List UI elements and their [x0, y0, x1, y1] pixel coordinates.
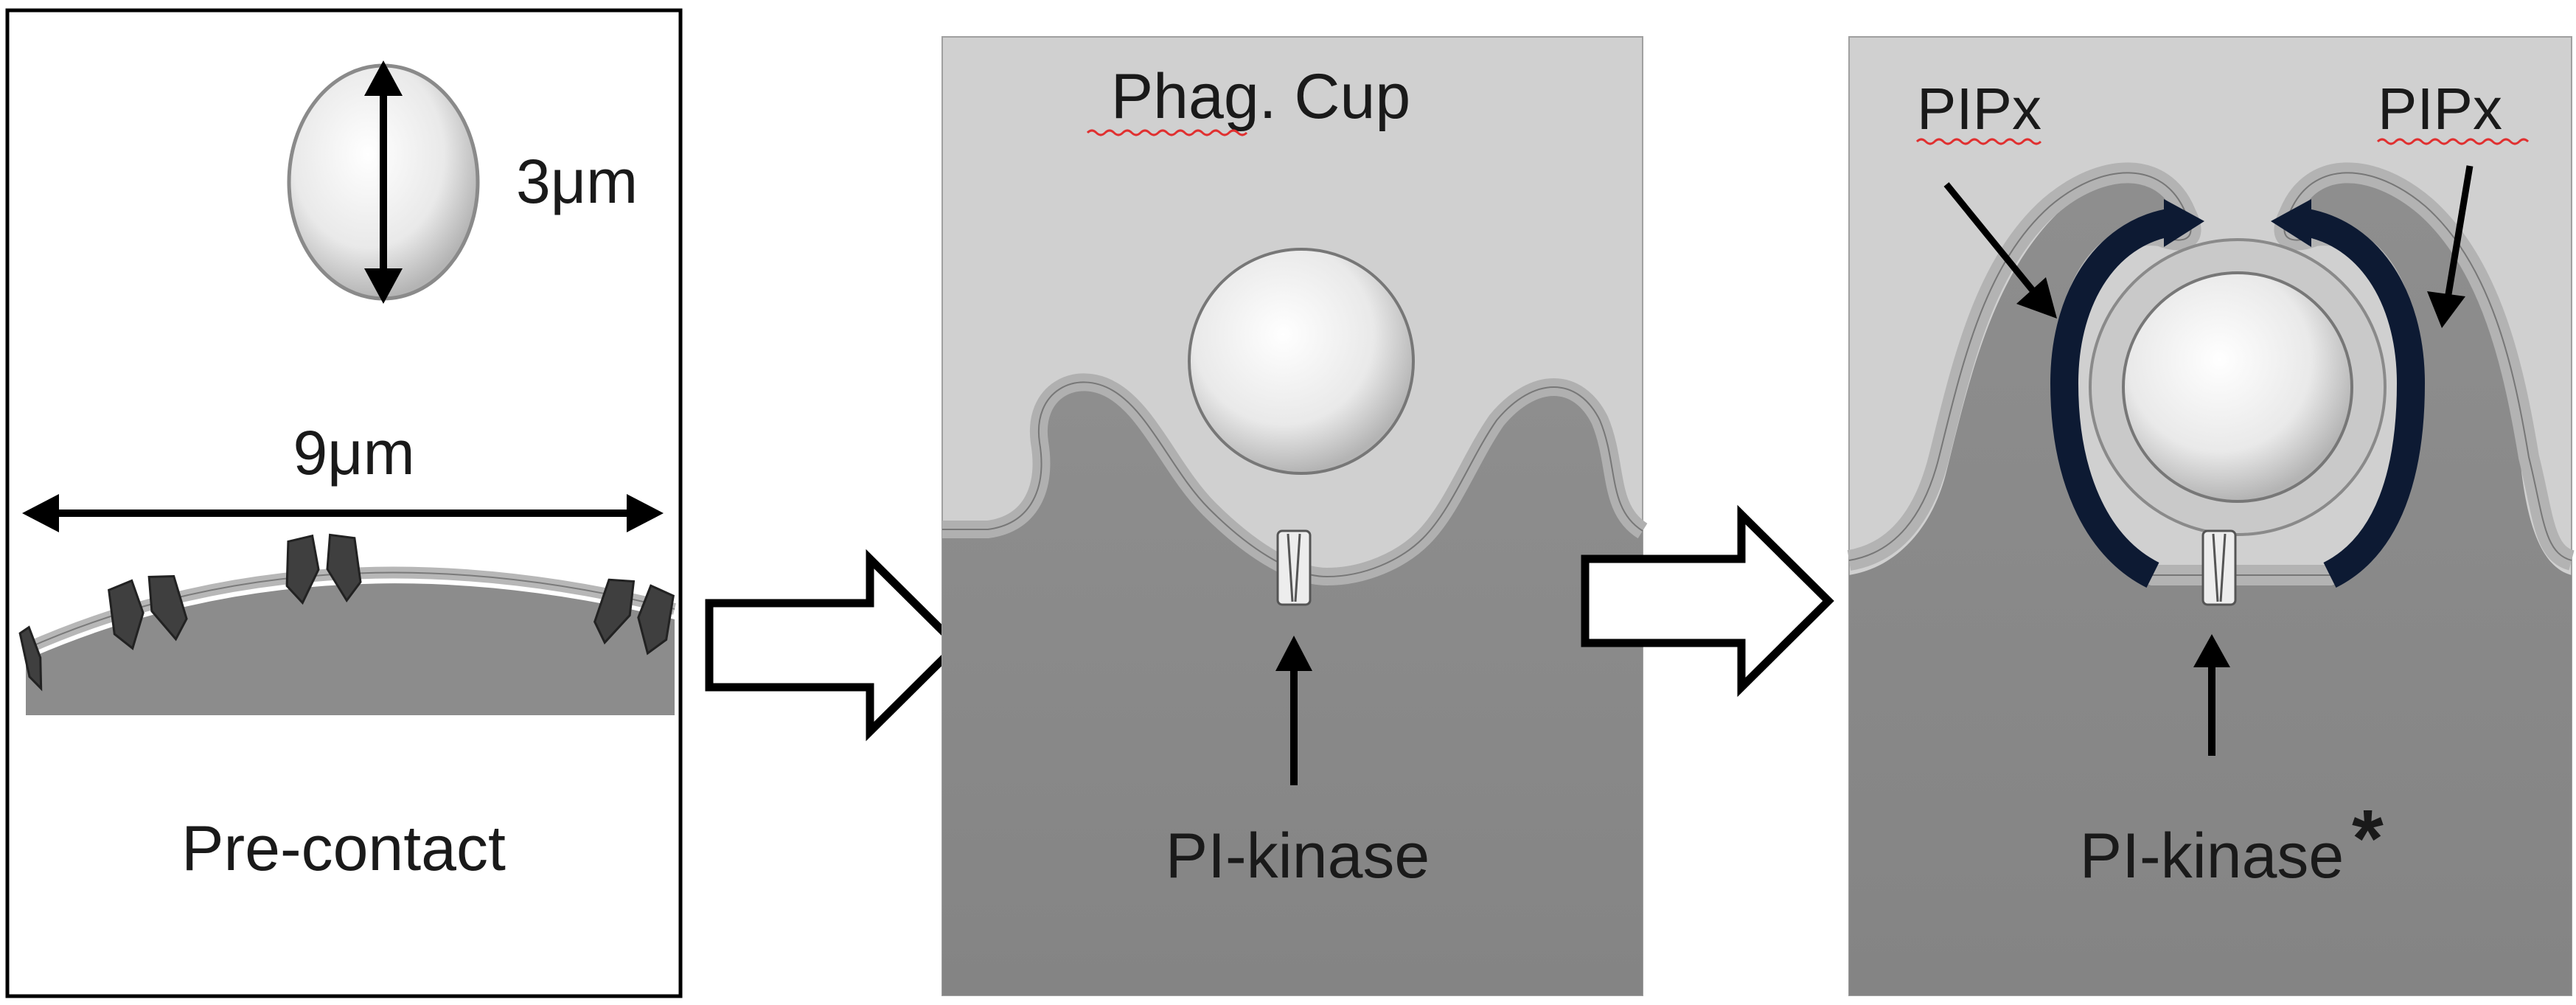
pi-kinase-label: PI-kinase [1166, 821, 1430, 891]
spellcheck-underline [1915, 138, 2042, 145]
pipx-curved-arrow-right [2271, 199, 2426, 588]
pi-kinase-channel [1276, 529, 1312, 606]
bead-diameter-arrow [364, 60, 403, 304]
receptor [593, 578, 675, 655]
pipx-curved-arrow-left [2050, 199, 2204, 588]
spellcheck-underline [1086, 129, 1248, 136]
pipx-label-right: PIPx [2378, 76, 2502, 142]
membrane-width-arrow [22, 494, 664, 532]
stage-transition-arrow [1581, 504, 1834, 698]
hollow-arrow-2 [1581, 504, 1834, 698]
pipx-label-left: PIPx [1917, 76, 2041, 142]
membrane-width-label: 9μm [293, 418, 414, 487]
pi-kinase-channel [2201, 529, 2237, 606]
receptor [285, 533, 362, 605]
receptor [18, 625, 43, 692]
bead [1188, 248, 1415, 475]
bead [2122, 271, 2353, 503]
panel-phag-cup: Phag. Cup PI-kinase [941, 36, 1648, 996]
pi-kinase-label: PI-kinase [2080, 821, 2344, 891]
panel-pre-contact: 3μm 9μm Pre-contact [5, 8, 683, 998]
hollow-arrow-1 [705, 549, 963, 742]
pipx-pointer-arrow-right [2427, 165, 2474, 328]
receptor [108, 574, 188, 650]
panel-closure: PIPx PIPx PI-kinase * [1847, 36, 2575, 996]
bead-diameter-label: 3μm [516, 147, 638, 216]
pi-kinase-asterisk: * [2352, 793, 2384, 884]
spellcheck-underline [2376, 138, 2530, 145]
pipx-pointer-arrow-left [1943, 182, 2057, 319]
stage-transition-arrow [705, 549, 963, 742]
pre-contact-caption: Pre-contact [181, 813, 506, 884]
cell-surface [26, 583, 675, 715]
cup-membrane-edge [942, 381, 1643, 578]
phag-cup-title: Phag. Cup [1111, 61, 1410, 132]
pi-kinase-pointer-arrow [1275, 636, 1312, 785]
pi-kinase-pointer-arrow [2193, 634, 2230, 756]
